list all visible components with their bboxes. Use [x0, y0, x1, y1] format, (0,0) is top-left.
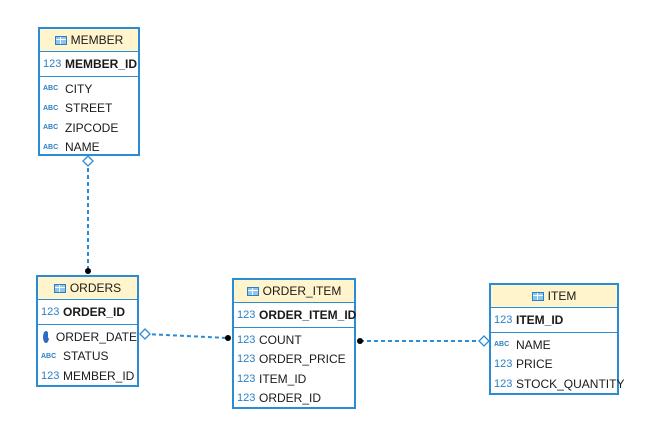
order-item-column-item-id[interactable]: 123 ITEM_ID [234, 369, 354, 389]
member-column-street[interactable]: ABC STREET [40, 99, 138, 119]
entity-order-item-header[interactable]: ORDER_ITEM [234, 280, 354, 303]
entity-member-header[interactable]: MEMBER [40, 29, 138, 52]
orders-pk-name: ORDER_ID [63, 305, 126, 319]
order-item-column-count[interactable]: 123 COUNT [234, 330, 354, 350]
clock-icon [43, 330, 51, 343]
column-name: COUNT [259, 332, 302, 347]
table-icon [246, 286, 259, 296]
numeric-type-icon: 123 [237, 372, 256, 385]
column-name: NAME [65, 140, 100, 155]
table-icon [53, 283, 66, 293]
column-name: STREET [65, 101, 113, 116]
numeric-type-icon: 123 [494, 314, 513, 326]
order-item-column-order-price[interactable]: 123 ORDER_PRICE [234, 350, 354, 370]
entity-orders-header[interactable]: ORDERS [38, 277, 137, 300]
entity-item[interactable]: ITEM 123 ITEM_ID ABC NAME 123 PRICE 123 … [489, 283, 624, 395]
column-name: NAME [516, 337, 551, 352]
orders-column-order-date[interactable]: ORDER_DATE [38, 327, 137, 347]
column-name: CITY [65, 81, 93, 96]
member-pk-row[interactable]: 123 MEMBER_ID [40, 52, 138, 77]
order-item-pk-row[interactable]: 123 ORDER_ITEM_ID [234, 303, 357, 328]
numeric-type-icon: 123 [494, 377, 513, 390]
entity-member-title: MEMBER [70, 33, 124, 47]
text-type-icon: ABC [41, 352, 57, 360]
entity-order-item-title: ORDER_ITEM [262, 284, 342, 298]
numeric-type-icon: 123 [43, 58, 62, 70]
entity-orders-title: ORDERS [69, 281, 122, 295]
text-type-icon: ABC [43, 85, 59, 93]
numeric-type-icon: 123 [41, 306, 60, 318]
item-column-price[interactable]: 123 PRICE [491, 355, 617, 375]
order-item-pk-name: ORDER_ITEM_ID [259, 308, 357, 322]
item-pk-name: ITEM_ID [516, 313, 564, 327]
column-name: MEMBER_ID [63, 368, 135, 383]
relationship-orders-order-item-diamond-end [139, 328, 151, 340]
numeric-type-icon: 123 [41, 369, 60, 382]
item-pk-row[interactable]: 123 ITEM_ID [491, 308, 617, 333]
column-name: STATUS [63, 349, 109, 364]
column-name: ORDER_DATE [55, 329, 137, 344]
text-type-icon: ABC [43, 104, 59, 112]
relationship-member-orders-diamond-end [82, 155, 94, 167]
orders-column-member-id[interactable]: 123 MEMBER_ID [38, 366, 137, 386]
relationship-order-item-item-dot-end [357, 338, 363, 344]
relationship-member-orders-dot-end [85, 268, 91, 274]
column-name: STOCK_QUANTITY [516, 376, 625, 391]
entity-member[interactable]: MEMBER 123 MEMBER_ID ABC CITY ABC STREET… [38, 27, 140, 156]
entity-orders[interactable]: ORDERS 123 ORDER_ID ORDER_DATE ABC STATU… [36, 275, 139, 387]
numeric-type-icon: 123 [237, 333, 256, 346]
entity-item-header[interactable]: ITEM [491, 285, 617, 308]
member-column-city[interactable]: ABC CITY [40, 79, 138, 99]
entity-order-item[interactable]: ORDER_ITEM 123 ORDER_ITEM_ID 123 COUNT 1… [232, 278, 356, 409]
member-column-name[interactable]: ABC NAME [40, 138, 138, 158]
entity-item-title: ITEM [547, 289, 577, 303]
item-column-name[interactable]: ABC NAME [491, 335, 617, 355]
column-name: ITEM_ID [259, 371, 307, 386]
column-name: ORDER_ID [259, 391, 322, 406]
relationship-orders-order-item-line[interactable] [144, 333, 229, 339]
orders-pk-row[interactable]: 123 ORDER_ID [38, 300, 137, 325]
table-icon [531, 291, 544, 301]
member-column-zipcode[interactable]: ABC ZIPCODE [40, 118, 138, 138]
numeric-type-icon: 123 [237, 353, 256, 366]
relationship-order-item-item-diamond-end [478, 335, 490, 347]
orders-column-status[interactable]: ABC STATUS [38, 347, 137, 367]
item-column-stock-quantity[interactable]: 123 STOCK_QUANTITY [491, 374, 624, 394]
column-name: ZIPCODE [65, 120, 119, 135]
order-item-column-order-id[interactable]: 123 ORDER_ID [234, 389, 354, 409]
text-type-icon: ABC [494, 341, 510, 349]
text-type-icon: ABC [43, 143, 59, 151]
table-icon [54, 35, 67, 45]
numeric-type-icon: 123 [237, 392, 256, 405]
column-name: PRICE [516, 357, 553, 372]
numeric-type-icon: 123 [237, 309, 256, 321]
numeric-type-icon: 123 [494, 358, 513, 371]
column-name: ORDER_PRICE [259, 352, 346, 367]
text-type-icon: ABC [43, 124, 59, 132]
member-pk-name: MEMBER_ID [65, 57, 138, 71]
relationship-orders-order-item-dot-end [225, 335, 231, 341]
